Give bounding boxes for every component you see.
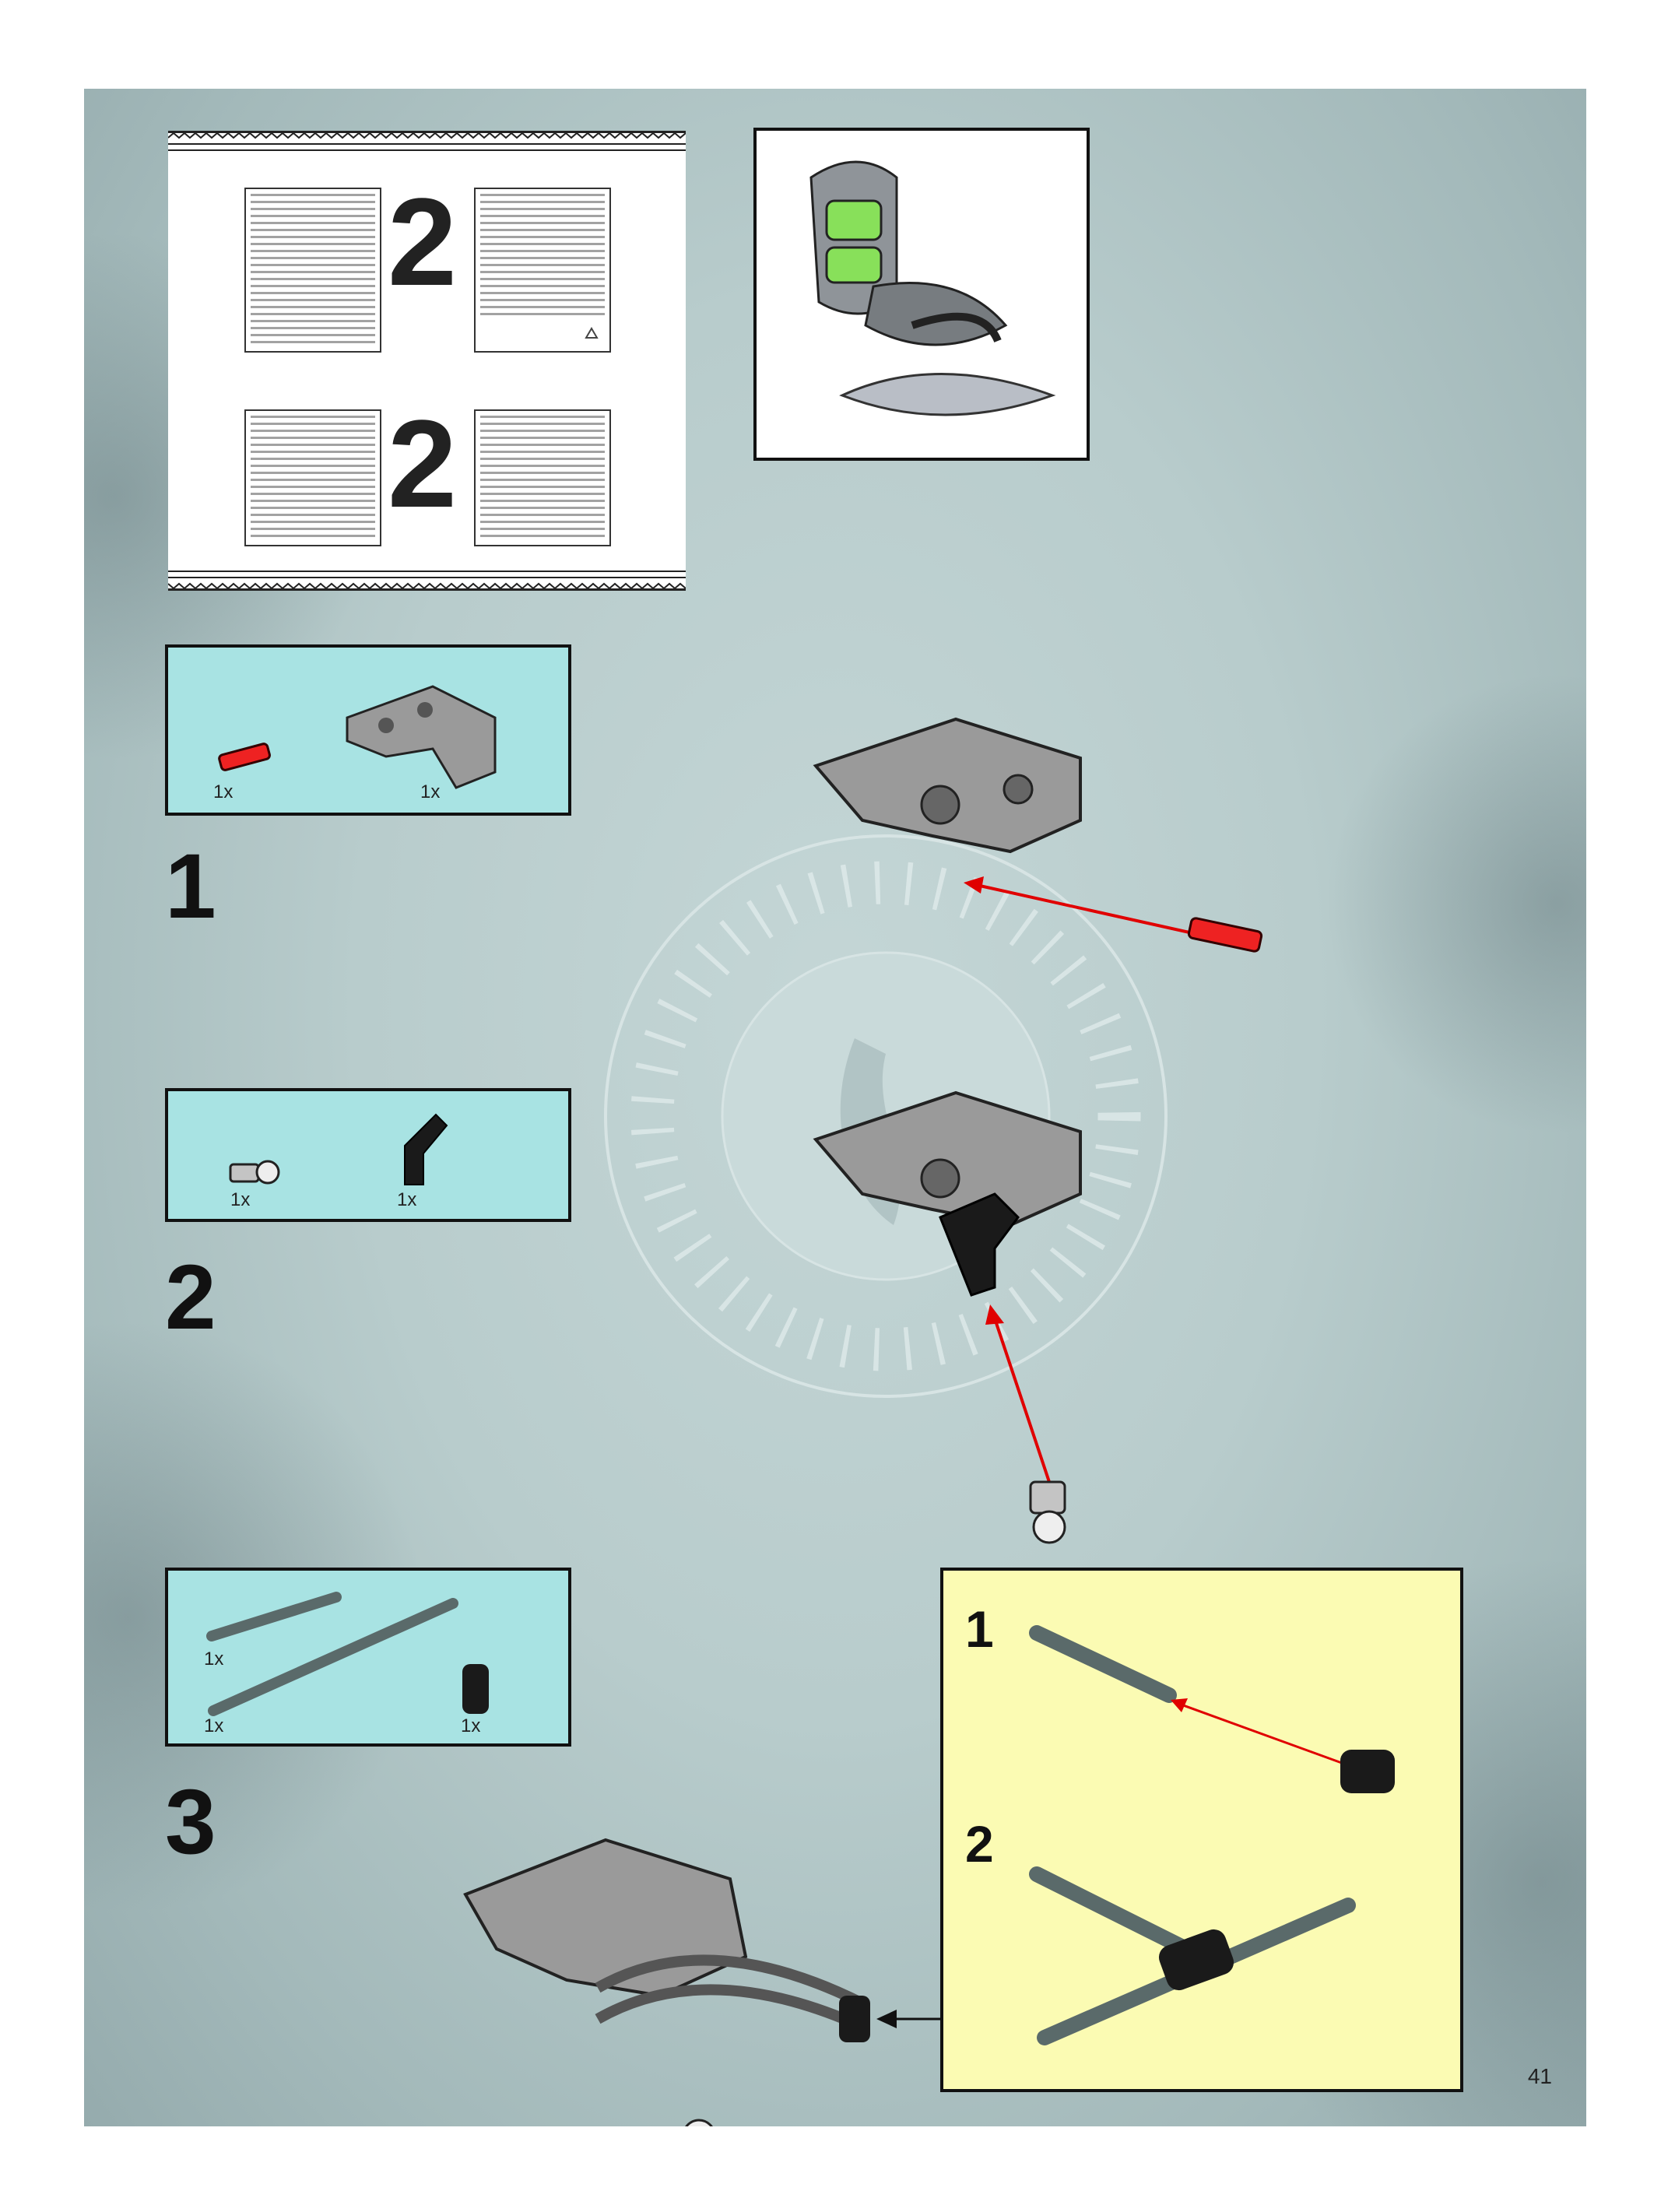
bag-text-panel [244,188,381,353]
step-3-assembly [450,1801,948,2126]
parts-bag: 2 2 [168,131,686,591]
bag-number: 2 [388,402,457,526]
step-2-assembly [800,1077,1111,1560]
bag-text-panel [244,409,381,546]
substep-number: 2 [965,1818,994,1870]
part-quantity: 1x [397,1189,416,1211]
sub-assembly-box: 1 2 [940,1568,1463,2092]
parts-list-step-3: 1x 1x 1x [165,1568,571,1747]
part-quantity: 1x [420,781,440,803]
substep-1-illustration [1021,1617,1426,1812]
long-axle-part [204,1594,461,1719]
part-quantity: 1x [204,1715,223,1737]
bag-seal-bottom [168,567,686,588]
page-number: 41 [1528,2064,1552,2089]
step-number: 3 [165,1776,216,1868]
arrow-icon [973,884,1189,932]
step-number: 1 [165,841,216,932]
bag-text-panel [474,188,611,353]
substep-number: 1 [965,1603,994,1655]
bag-seal-top [168,133,686,155]
instruction-page: 2 2 1x 1x 1 [84,89,1586,2126]
step-number: 2 [165,1252,216,1343]
recycle-icon [581,326,602,346]
parts-list-step-1: 1x 1x [165,644,571,816]
black-angle-connector-part [397,1107,451,1192]
grey-frame-part [339,679,503,795]
model-preview [753,128,1090,461]
arrow-icon [995,1318,1049,1482]
parts-list-step-2: 1x 1x [165,1088,571,1222]
bag-number: 2 [388,180,457,304]
black-connector-part [456,1656,495,1719]
arrow-icon [1177,1703,1348,1765]
model-illustration [757,131,1087,458]
substep-2-illustration [1021,1859,1426,2061]
part-quantity: 1x [230,1189,250,1211]
bag-text-panel [474,409,611,546]
ball-joint-pin-part [227,1153,282,1192]
red-axle-pin-part [215,741,277,772]
part-quantity: 1x [461,1715,480,1737]
part-quantity: 1x [213,781,233,803]
step-1-assembly [800,704,1298,984]
